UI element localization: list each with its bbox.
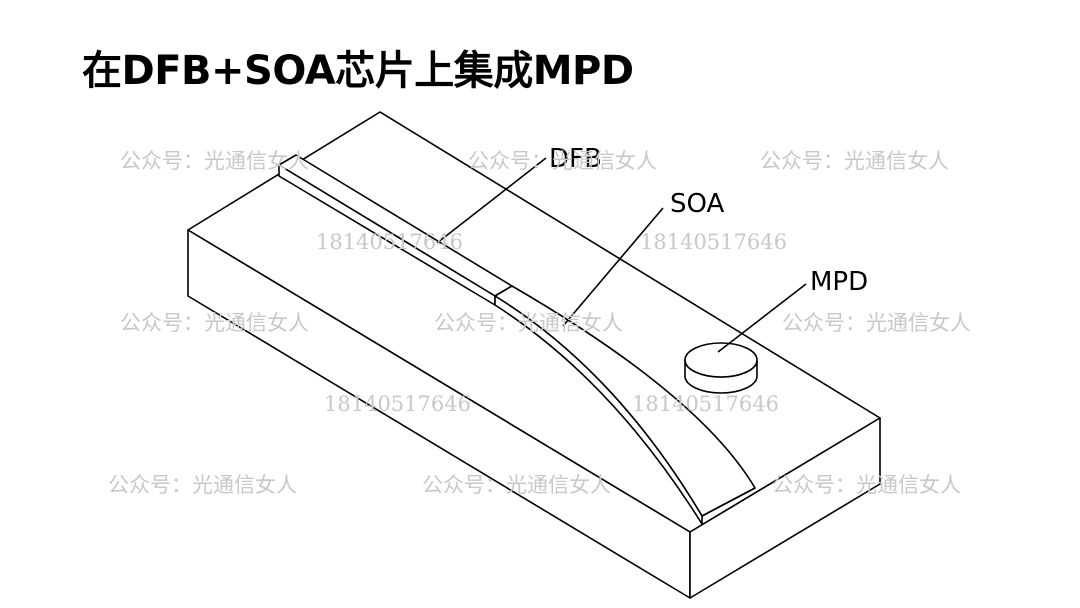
dfb-label: DFB <box>549 144 602 174</box>
mpd-photodiode <box>684 342 758 394</box>
watermark-phone: 18140517646 <box>324 392 471 416</box>
watermark-account: 公众号：光通信女人 <box>772 473 961 497</box>
substrate-block <box>187 111 881 599</box>
watermark-account: 公众号：光通信女人 <box>760 149 949 173</box>
watermark-account: 公众号：光通信女人 <box>120 311 309 335</box>
soa-leader-line <box>562 207 664 327</box>
watermarks: 公众号：光通信女人 公众号：光通信女人 公众号：光通信女人 1814051764… <box>108 149 971 497</box>
watermark-account: 公众号：光通信女人 <box>782 311 971 335</box>
slide-title: 在DFB+SOA芯片上集成MPD <box>82 48 634 94</box>
soa-label: SOA <box>670 189 725 219</box>
mpd-disk-top <box>684 342 758 378</box>
watermark-phone: 18140517646 <box>640 230 787 254</box>
watermark-account: 公众号：光通信女人 <box>434 311 623 335</box>
watermark-account: 公众号：光通信女人 <box>468 149 657 173</box>
watermark-phone: 18140517646 <box>316 230 463 254</box>
soa-ridge-front <box>494 295 703 525</box>
dfb-leader-line <box>436 157 547 244</box>
watermark-phone: 18140517646 <box>632 392 779 416</box>
substrate-side-face <box>689 417 881 599</box>
mpd-leader-line <box>717 283 807 353</box>
watermark-account: 公众号：光通信女人 <box>108 473 297 497</box>
watermark-account: 公众号：光通信女人 <box>422 473 611 497</box>
soa-output-facet <box>701 487 756 517</box>
soa-waveguide <box>494 285 756 525</box>
mpd-label: MPD <box>810 267 868 297</box>
watermark-account: 公众号：光通信女人 <box>120 149 309 173</box>
